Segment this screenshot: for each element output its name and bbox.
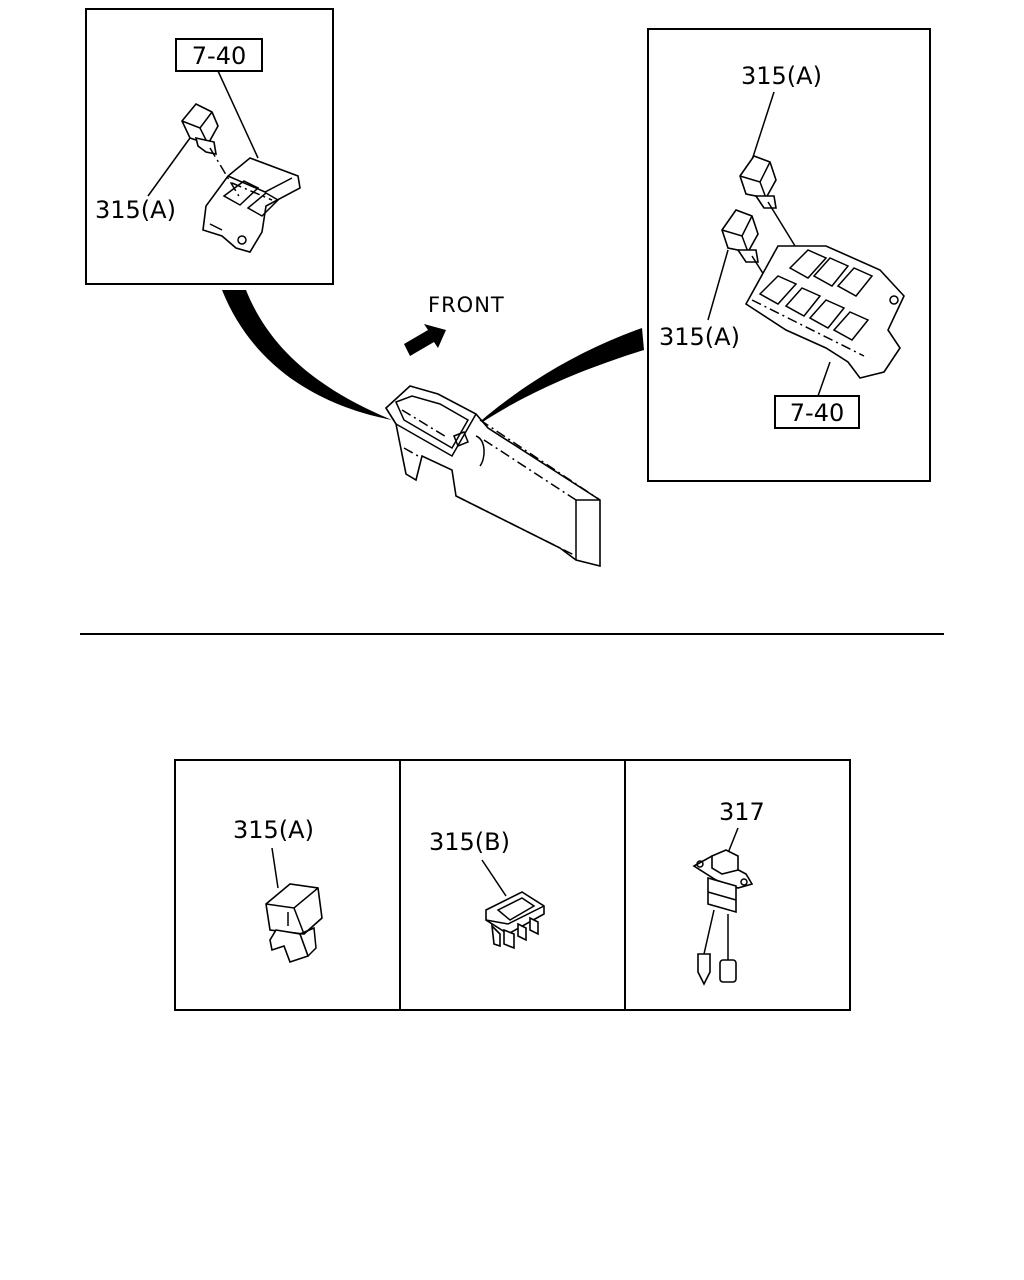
legend-label-315b: 315(B) bbox=[429, 828, 510, 856]
parts-legend: 315(A) 315(B) bbox=[174, 759, 851, 1011]
detail-box-right: 315(A) bbox=[647, 28, 931, 482]
switch-315a-right-lower bbox=[721, 209, 759, 263]
legend-cell-315a: 315(A) bbox=[233, 816, 323, 964]
detail-box-left: 7-40 315(A) bbox=[85, 8, 334, 285]
part-label-left: 315(A) bbox=[95, 196, 176, 224]
ref-box-left bbox=[175, 38, 263, 72]
switch-317-icon bbox=[692, 849, 754, 986]
front-arrow-icon bbox=[404, 324, 446, 356]
ref-box-right bbox=[774, 395, 860, 429]
switch-panel-right bbox=[744, 245, 905, 379]
switch-315a-icon bbox=[265, 883, 323, 964]
front-label: FRONT bbox=[428, 293, 505, 317]
ref-label-right: 7-40 bbox=[790, 399, 844, 427]
ref-label-left: 7-40 bbox=[192, 42, 246, 70]
part-label-right-lower: 315(A) bbox=[659, 323, 740, 351]
legend-label-317: 317 bbox=[719, 798, 765, 826]
legend-cell-315b: 315(B) bbox=[429, 828, 545, 950]
part-label-right-upper: 315(A) bbox=[741, 62, 822, 90]
switch-315a-right-upper bbox=[739, 155, 777, 209]
center-console bbox=[384, 385, 601, 568]
legend-label-315a: 315(A) bbox=[233, 816, 314, 844]
front-indicator: FRONT bbox=[404, 293, 505, 356]
legend-cell-317: 317 bbox=[692, 798, 765, 986]
switch-315b-icon bbox=[485, 891, 545, 950]
callout-sweeps bbox=[222, 290, 644, 432]
switch-bracket-left bbox=[202, 157, 301, 253]
